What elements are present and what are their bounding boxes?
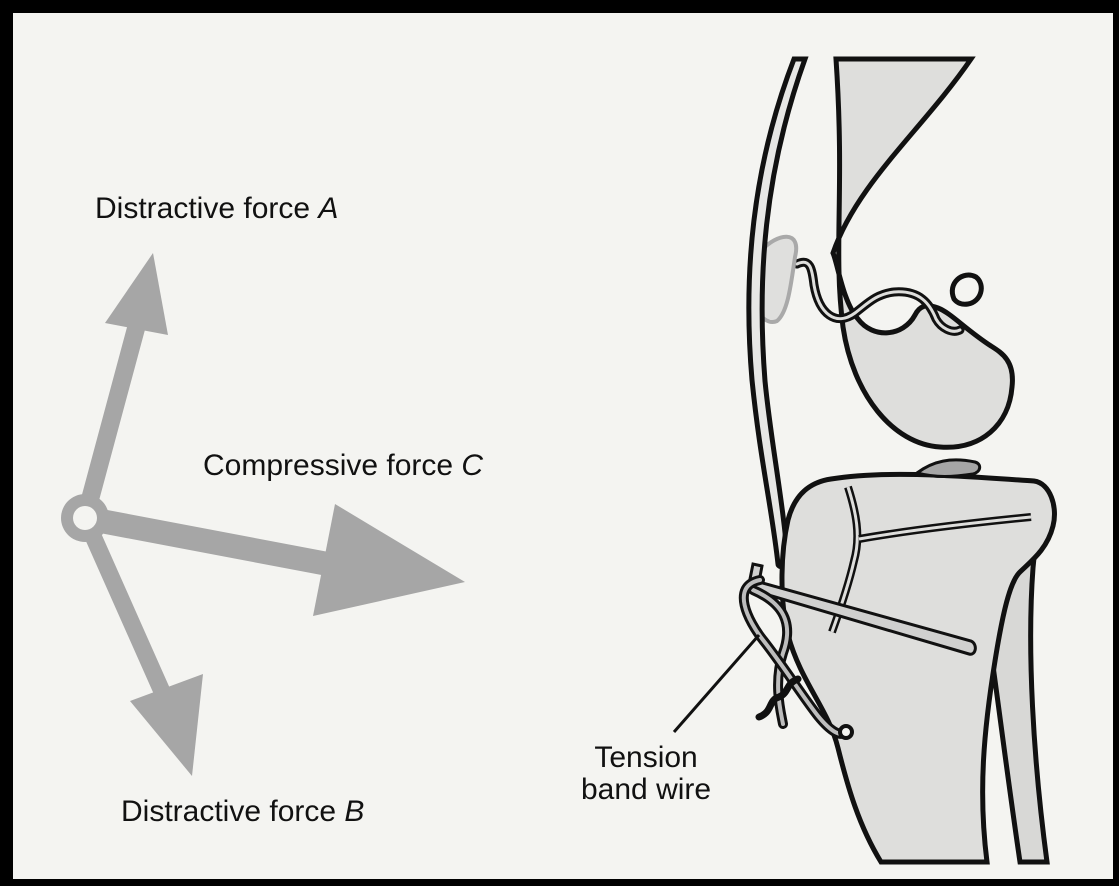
diagram-frame: Distractive force A Compressive force C … bbox=[13, 13, 1113, 879]
origin-ring-center bbox=[73, 506, 97, 530]
fabella-bone bbox=[952, 275, 981, 304]
force-c-shaft bbox=[85, 518, 333, 565]
distractive-force-b-text: Distractive force bbox=[121, 795, 336, 828]
force-c-arrowhead bbox=[313, 504, 465, 616]
force-b-arrowhead bbox=[130, 674, 203, 776]
meniscus bbox=[917, 460, 980, 477]
distractive-force-a-label: Distractive force A bbox=[95, 194, 338, 224]
compressive-force-c-letter: C bbox=[461, 449, 483, 482]
distractive-force-a-letter: A bbox=[318, 192, 338, 225]
compressive-force-c-label: Compressive force C bbox=[203, 451, 483, 481]
tension-wire-end bbox=[840, 726, 852, 738]
force-a-shaft bbox=[85, 321, 138, 518]
femur-bone bbox=[833, 59, 1012, 447]
tension-band-wire-line2: band wire bbox=[581, 774, 711, 806]
tension-wire-pointer bbox=[674, 635, 759, 732]
force-a-arrowhead bbox=[105, 253, 168, 335]
distractive-force-a-text: Distractive force bbox=[95, 192, 310, 225]
force-vector-group bbox=[61, 253, 465, 776]
distractive-force-b-letter: B bbox=[344, 795, 364, 828]
force-diagram bbox=[13, 13, 1113, 879]
tension-band-wire-line1: Tension bbox=[581, 742, 711, 774]
force-b-shaft bbox=[85, 518, 164, 696]
knee-anatomy bbox=[749, 59, 1055, 862]
tension-band-wire-label: Tension band wire bbox=[581, 742, 711, 806]
distractive-force-b-label: Distractive force B bbox=[121, 797, 364, 827]
compressive-force-c-text: Compressive force bbox=[203, 449, 453, 482]
